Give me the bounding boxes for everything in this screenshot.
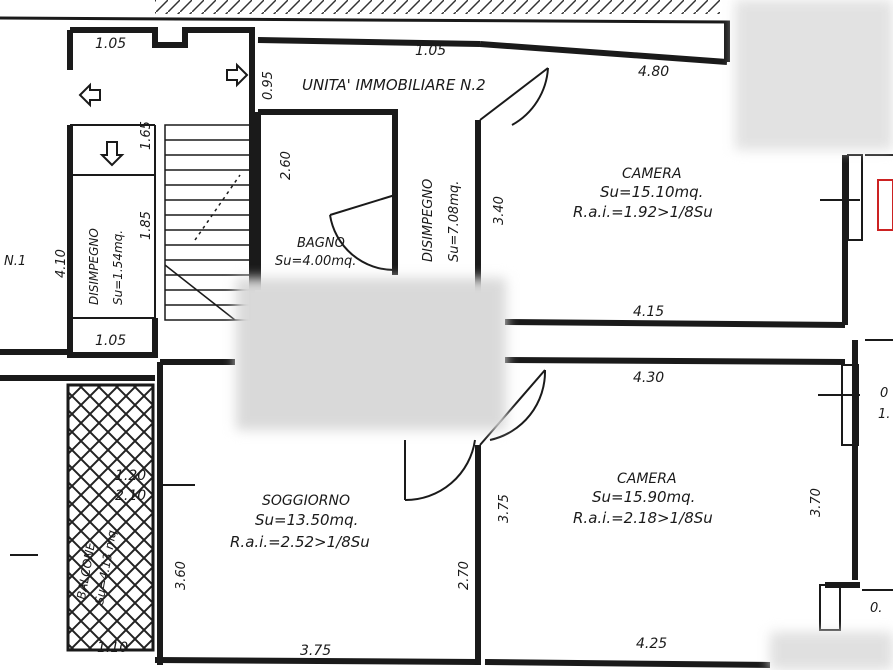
dim-4-15: 4.15 — [633, 304, 664, 320]
dim-2-10: 2.10 — [115, 488, 146, 504]
redacted-center — [236, 278, 506, 430]
redacted-top-right — [735, 0, 893, 150]
room-camera-2-rai: R.a.i.=2.18>1/8Su — [573, 509, 713, 527]
dim-1-05-top-center: 1.05 — [415, 43, 446, 59]
room-bagno-area: Su=4.00mq. — [275, 254, 356, 269]
dim-3-75-vertical: 3.75 — [497, 494, 512, 523]
dim-right-mid: 1. — [878, 407, 890, 422]
dim-left-edge: N.1 — [4, 254, 26, 269]
dim-3-40: 3.40 — [492, 196, 507, 225]
room-camera-1-name: CAMERA — [622, 166, 682, 182]
walls — [0, 22, 860, 668]
room-soggiorno-rai: R.a.i.=2.52>1/8Su — [230, 533, 370, 551]
top-boundary-hatch — [155, 0, 720, 14]
dim-1-65: 1.65 — [139, 121, 154, 150]
dim-1-20: 1.20 — [115, 468, 146, 484]
dim-1-85: 1.85 — [139, 211, 154, 240]
arrow-right-icon — [226, 62, 249, 88]
dim-1-05-top-left: 1.05 — [95, 36, 126, 52]
dim-4-25: 4.25 — [636, 636, 667, 652]
dim-2-60: 2.60 — [279, 151, 294, 180]
redacted-bottom-right — [770, 632, 893, 670]
door-swings — [329, 67, 549, 502]
room-camera-1-area: Su=15.10mq. — [600, 183, 703, 201]
unit-title: UNITA' IMMOBILIARE N.2 — [302, 76, 486, 94]
dim-1-10: 1.10 — [97, 640, 128, 656]
windows — [819, 154, 863, 631]
dim-right-top: 0 — [880, 386, 888, 401]
dim-right-bottom: 0. — [870, 601, 882, 616]
thin-lines — [10, 124, 893, 591]
arrow-down-icon — [99, 141, 125, 167]
room-soggiorno-name: SOGGIORNO — [262, 493, 350, 509]
room-disimpegno-left-name: DISIMPEGNO — [87, 228, 101, 305]
staircase — [164, 124, 251, 321]
dim-4-80: 4.80 — [638, 64, 669, 80]
dim-2-70: 2.70 — [457, 561, 472, 590]
dim-1-05-left-bottom: 1.05 — [95, 333, 126, 349]
balcony-hatch — [66, 383, 155, 652]
room-camera-2-name: CAMERA — [617, 471, 677, 487]
dim-3-60: 3.60 — [174, 561, 189, 590]
room-disimpegno-center-area: Su=7.08mq. — [447, 181, 462, 262]
room-soggiorno-area: Su=13.50mq. — [255, 511, 358, 529]
red-marker — [877, 179, 893, 231]
dimension-labels: 1.05 1.05 4.80 4.15 1.05 4.30 1.20 2.10 … — [4, 36, 890, 659]
dim-3-70: 3.70 — [809, 488, 824, 517]
room-bagno-name: BAGNO — [297, 236, 345, 251]
dim-4-10: 4.10 — [54, 249, 69, 278]
dim-3-75-bottom: 3.75 — [300, 643, 331, 659]
dim-0-95: 0.95 — [261, 71, 276, 100]
dim-4-30: 4.30 — [633, 370, 664, 386]
room-camera-2-area: Su=15.90mq. — [592, 488, 695, 506]
room-disimpegno-center-name: DISIMPEGNO — [421, 179, 436, 262]
arrow-left-icon — [78, 82, 101, 108]
room-disimpegno-left-area: Su=1.54mq. — [111, 230, 125, 305]
room-camera-1-rai: R.a.i.=1.92>1/8Su — [573, 203, 713, 221]
